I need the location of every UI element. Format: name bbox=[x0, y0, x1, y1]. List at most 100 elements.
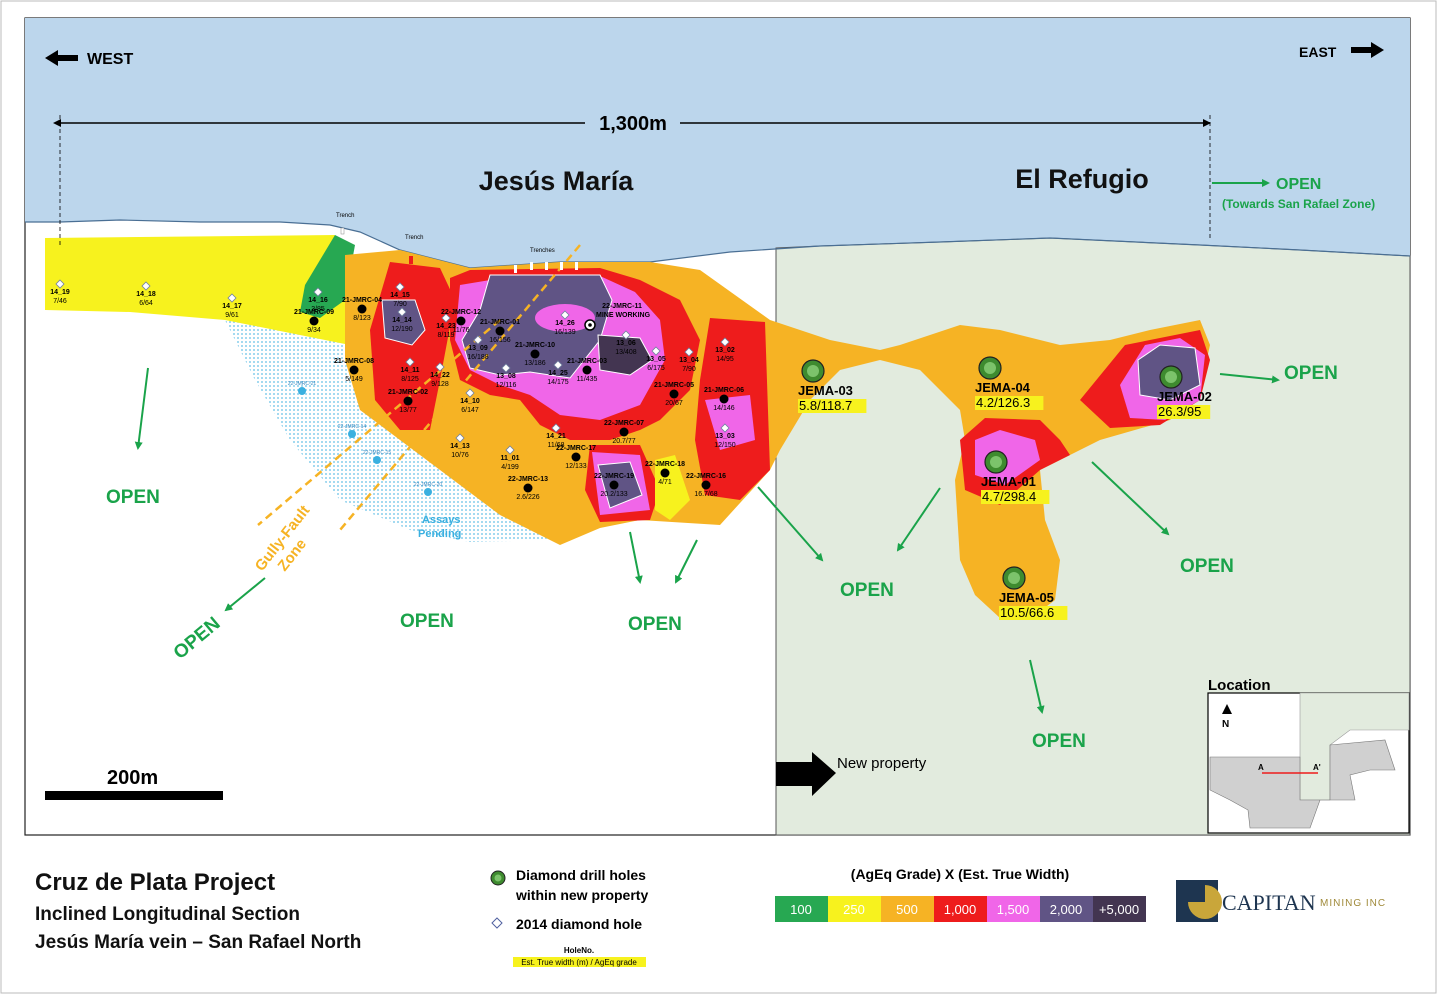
hole-id: 11_01 bbox=[500, 455, 519, 462]
footer-line2: Inclined Longitudinal Section bbox=[35, 904, 300, 925]
hole-id: 21-JMRC-10 bbox=[515, 342, 555, 349]
diamond-hole-icon bbox=[720, 337, 730, 347]
drill-hole-icon bbox=[669, 389, 679, 399]
region-el-refugio: El Refugio bbox=[1015, 164, 1149, 194]
hole-value: 16/156 bbox=[489, 337, 511, 344]
footer-title: Cruz de Plata Project bbox=[35, 869, 275, 896]
diamond-hole-icon bbox=[551, 423, 561, 433]
hole-id: 21-JMRC-08 bbox=[334, 358, 374, 365]
grade-swatch-2,000: 2,000 bbox=[1040, 896, 1093, 922]
grade-label: 500 bbox=[896, 902, 918, 917]
hole-id: 13_02 bbox=[715, 347, 735, 354]
open-label-5: OPEN bbox=[1180, 556, 1234, 577]
hole-value: 9/61 bbox=[225, 312, 239, 319]
diamond-hole-icon bbox=[441, 313, 451, 323]
hole-value: 6/64 bbox=[139, 300, 153, 307]
open-label-3: OPEN bbox=[628, 614, 682, 635]
diamond-hole-icon bbox=[141, 281, 151, 291]
location-title: Location bbox=[1208, 677, 1271, 694]
assays-pending-line2: Pending bbox=[418, 528, 461, 540]
hole-id: 21-JMRC-06 bbox=[704, 387, 744, 394]
hole-2014-14_16: 14_163/85 bbox=[308, 287, 328, 313]
hole-jmrc-22-JMRC-07: 22-JMRC-07 20.7/77 bbox=[604, 420, 644, 445]
hole-value: 20.7/77 bbox=[612, 438, 635, 445]
grade-label: +5,000 bbox=[1099, 902, 1139, 917]
hole-id: 21-JMRC-05 bbox=[654, 382, 694, 389]
legend-holeno: HoleNo. bbox=[564, 946, 594, 955]
grade-swatch-1,500: 1,500 bbox=[987, 896, 1040, 922]
trench-markers bbox=[340, 227, 578, 273]
jema-id: JEMA-03 bbox=[798, 383, 853, 398]
diamond-hole-icon bbox=[395, 282, 405, 292]
hole-id: 21-JMRC-03 bbox=[567, 358, 607, 365]
open-label-towards: OPEN bbox=[1276, 176, 1321, 193]
hole-id: 14_19 bbox=[50, 289, 70, 296]
hole-value: 9/34 bbox=[307, 327, 321, 334]
hole-id: 14_15 bbox=[390, 292, 410, 299]
hole-value: 13/408 bbox=[615, 349, 637, 356]
open-label-1: OPEN bbox=[106, 487, 160, 508]
assays-pending-line1: Assays bbox=[422, 514, 461, 526]
hole-2014-13_04: 13_047/90 bbox=[679, 347, 699, 373]
location-a: A bbox=[1258, 763, 1264, 772]
hole-id: 13_08 bbox=[496, 373, 516, 380]
hole-value: 7/46 bbox=[53, 298, 67, 305]
drill-hole-icon bbox=[309, 316, 319, 326]
hole-value: 6/147 bbox=[461, 407, 479, 414]
hole-jmrc-22-JMRC-13: 22-JMRC-132.6/226 bbox=[508, 476, 548, 501]
hole-value: 11/68 bbox=[548, 442, 565, 449]
hole-value: 12/133 bbox=[565, 463, 587, 470]
hole-id: 13_03 bbox=[715, 433, 735, 440]
hole-value: 14/95 bbox=[716, 356, 734, 363]
hole-value: 14/146 bbox=[713, 405, 735, 412]
hole-value: 7/90 bbox=[682, 366, 696, 373]
diamond-hole-icon bbox=[227, 293, 237, 303]
hole-id: 14_10 bbox=[460, 398, 480, 405]
hole-2014-14_18: 14_186/64 bbox=[136, 281, 156, 307]
hole-id: 22-JMRC-07 bbox=[604, 420, 644, 427]
hole-2014-14_19: 14_19 7/46 bbox=[50, 279, 70, 305]
jema-hole-JEMA-01: JEMA-014.7/298.4 bbox=[981, 450, 1050, 504]
hole-value: 6/175 bbox=[647, 365, 665, 372]
hole-value: 13/77 bbox=[399, 407, 417, 414]
hole-id: 14_13 bbox=[450, 443, 470, 450]
hole-value: 8/125 bbox=[401, 376, 419, 383]
jema-value: 26.3/95 bbox=[1158, 404, 1201, 419]
diamond-hole-icon bbox=[465, 388, 475, 398]
grade-label: 2,000 bbox=[1050, 902, 1083, 917]
hole-2014-14_23: 14_238/119 bbox=[436, 313, 456, 339]
new-property-arrow bbox=[776, 752, 836, 796]
jema-id: JEMA-02 bbox=[1157, 389, 1212, 404]
hole-id: 22-JMRC-14 bbox=[338, 424, 367, 430]
drill-hole-icon bbox=[660, 468, 670, 478]
jema-id: JEMA-01 bbox=[981, 474, 1036, 489]
hole-2014-11_01: 11_014/199 bbox=[500, 445, 520, 471]
capitan-logo: CAPITAN MINING INC bbox=[1176, 880, 1386, 922]
hole-id: 21-JMRC-01 bbox=[480, 319, 520, 326]
hole-id: 14_25 bbox=[548, 370, 568, 377]
trench-label-2: Trench bbox=[405, 235, 423, 241]
open-label-7: OPEN bbox=[1284, 363, 1338, 384]
hole-value: 12/190 bbox=[391, 326, 413, 333]
jema-value: 4.2/126.3 bbox=[976, 395, 1030, 410]
diamond-hole-icon bbox=[435, 362, 445, 372]
grade-swatch-+5,000: +5,000 bbox=[1093, 896, 1146, 922]
open-label-4: OPEN bbox=[840, 580, 894, 601]
hole-jmrc-22-JMRC-11: 22-JMRC-11 bbox=[584, 303, 642, 331]
hole-value: 9/128 bbox=[431, 381, 449, 388]
hole-value: 11/435 bbox=[577, 376, 598, 383]
hole-2014-14_17: 14_179/61 bbox=[222, 293, 242, 319]
logo-suffix: MINING INC bbox=[1320, 898, 1386, 909]
drill-hole-icon bbox=[571, 452, 581, 462]
legend-diamond-new-2: within new property bbox=[515, 887, 648, 903]
